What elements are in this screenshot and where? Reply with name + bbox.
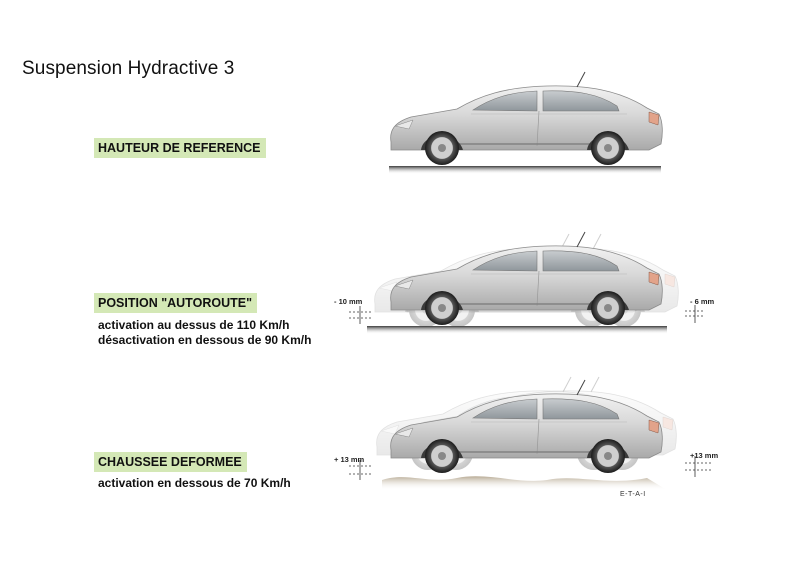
highway-deactivation-text: désactivation en dessous de 90 Km/h <box>98 333 312 347</box>
page-title: Suspension Hydractive 3 <box>22 58 235 79</box>
rough-road-measure-marks <box>349 456 712 480</box>
rough-road-activation-text: activation en dessous de 70 Km/h <box>98 476 291 490</box>
section-label-highway-position: POSITION "AUTOROUTE" <box>94 293 257 313</box>
highway-activation-text: activation au dessus de 110 Km/h <box>98 318 290 332</box>
rear-measure-rough: +13 mm <box>690 451 719 460</box>
road-surface <box>389 166 661 174</box>
section-label-rough-road: CHAUSSEE DEFORMEE <box>94 452 247 472</box>
car-reference <box>389 71 663 174</box>
road-surface <box>382 476 667 490</box>
car-rough-road <box>376 376 677 490</box>
section-label-reference-height: HAUTEUR DE REFERENCE <box>94 138 266 158</box>
front-measure-rough: + 13 mm <box>334 455 365 464</box>
car-highway <box>367 231 679 334</box>
front-measure-highway: - 10 mm <box>334 297 363 306</box>
rear-measure-highway: - 6 mm <box>690 297 715 306</box>
credit-mark: E-T-A-I <box>620 491 646 498</box>
highway-measure-marks <box>349 305 705 324</box>
road-surface <box>367 326 667 334</box>
